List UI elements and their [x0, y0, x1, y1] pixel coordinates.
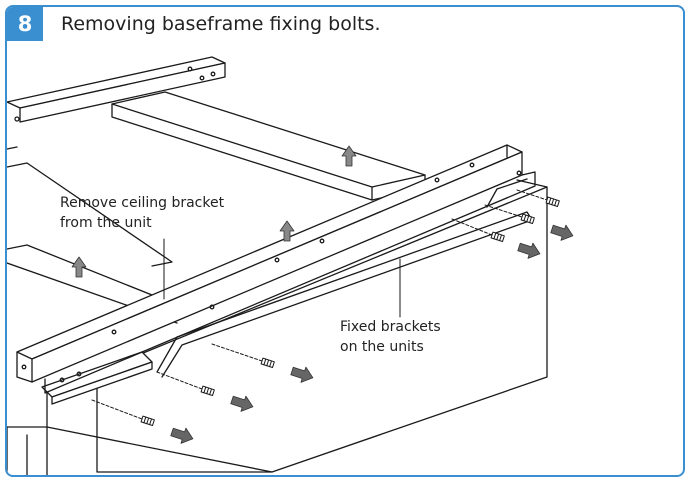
instruction-panel: 8 Removing baseframe fixing bolts. Remov… [5, 5, 685, 477]
back-rail [7, 56, 226, 123]
fixing-bolts [91, 189, 577, 448]
callout-fixed-brackets-line-1: Fixed brackets [340, 319, 441, 335]
step-number-badge: 8 [7, 7, 43, 41]
leader-lines [163, 238, 401, 318]
ceiling-bracket [16, 144, 536, 394]
callout-fixed-brackets-line-2: on the units [340, 339, 424, 355]
callout-ceiling-bracket-line-1: Remove ceiling bracket [60, 195, 225, 211]
unit-box [7, 179, 548, 475]
callout-ceiling-bracket-line-2: from the unit [60, 215, 152, 231]
baseframe-diagram [7, 56, 577, 475]
step-title: Removing baseframe fixing bolts. [61, 13, 381, 35]
callout-fixed-brackets: Fixed brackets on the units [340, 317, 441, 357]
callout-ceiling-bracket: Remove ceiling bracket from the unit [60, 193, 224, 233]
